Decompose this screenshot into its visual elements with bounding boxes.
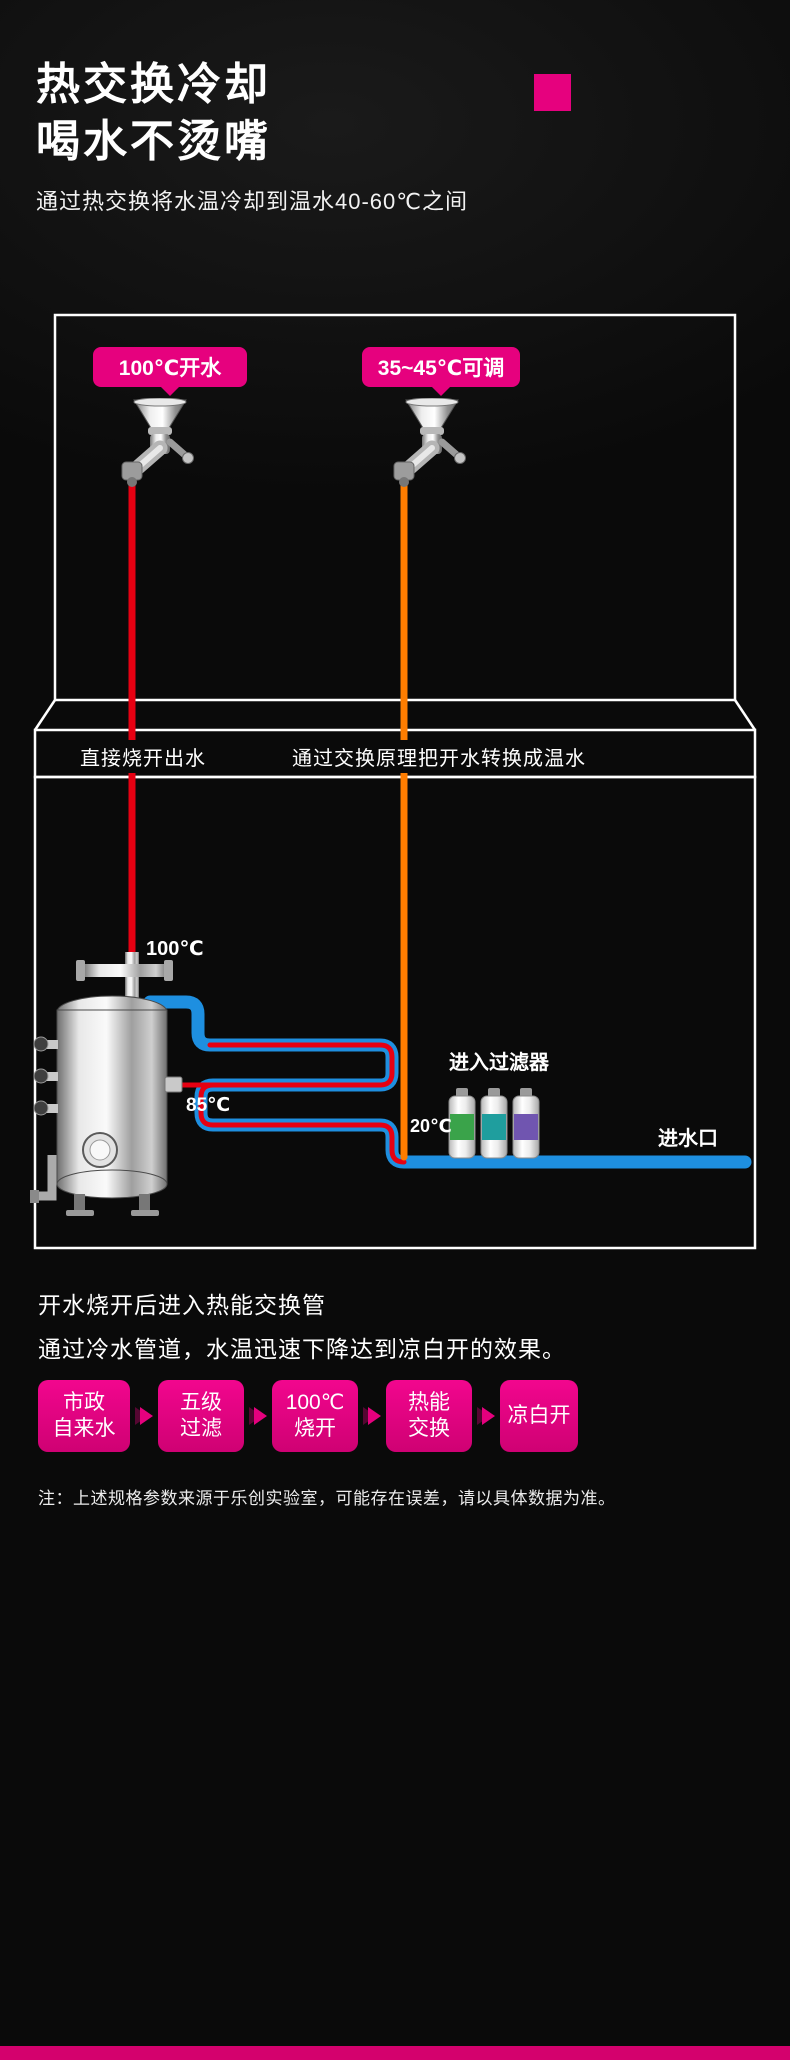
warm-faucet-icon: [382, 397, 482, 493]
warm-tap-bubble: 35~45℃可调: [362, 347, 520, 387]
accent-square: [534, 74, 571, 111]
description-line-1: 开水烧开后进入热能交换管: [38, 1292, 326, 1318]
flow-step-label: 热能 交换: [408, 1390, 450, 1440]
flow-step-label: 五级 过滤: [180, 1390, 222, 1440]
flow-step-label: 市政 自来水: [52, 1390, 116, 1440]
right-caption: 通过交换原理把开水转换成温水: [286, 740, 592, 773]
title-line-2: 喝水不烫嘴: [36, 117, 271, 167]
flow-step-boiling: 100℃ 烧开: [272, 1380, 358, 1452]
description-line-2: 通过冷水管道，水温迅速下降达到凉白开的效果。: [38, 1336, 566, 1362]
heat-exchange-coil-core: [198, 1042, 407, 1165]
flow-arrow-icon: [135, 1407, 153, 1425]
page-title: 热交换冷却 喝水不烫嘴: [36, 56, 271, 170]
flow-step-filtration: 五级 过滤: [158, 1380, 244, 1452]
title-line-1: 热交换冷却: [36, 60, 271, 109]
hot-tap-bubble-label: 100℃开水: [118, 357, 222, 380]
inlet-temp-label: 20℃: [410, 1116, 452, 1136]
schematic-drawing: [30, 313, 757, 1250]
footnote: 注：上述规格参数来源于乐创实验室，可能存在误差，请以具体数据为准。: [38, 1489, 616, 1508]
boiler-temp-label: 100℃: [146, 938, 204, 960]
cold-water-pipe: [143, 995, 752, 1169]
filter-caption: 进入过滤器: [449, 1052, 549, 1074]
flow-arrow-icon: [363, 1407, 381, 1425]
flow-arrow-icon: [249, 1407, 267, 1425]
inlet-caption: 进水口: [658, 1128, 718, 1150]
exchanger-in-temp-label: 85℃: [186, 1095, 231, 1116]
machine-outline: [33, 313, 757, 1250]
bottom-accent-bar: [0, 2046, 790, 2060]
boiler-tank: [30, 952, 183, 1216]
filter-cartridges: [448, 1088, 540, 1159]
subtitle: 通过热交换将水温冷却到温水40-60℃之间: [36, 189, 468, 214]
flow-step-heat-exchange: 热能 交换: [386, 1380, 472, 1452]
flow-arrow-icon: [477, 1407, 495, 1425]
warm-tap-bubble-label: 35~45℃可调: [377, 357, 505, 380]
hot-faucet-icon: [110, 397, 210, 493]
process-flow: 市政 自来水 五级 过滤 100℃ 烧开 热能 交换 凉白开: [38, 1380, 578, 1452]
flow-step-label: 100℃ 烧开: [285, 1390, 345, 1440]
hot-tap-bubble: 100℃开水: [93, 347, 247, 387]
flow-step-label: 凉白开: [507, 1403, 571, 1427]
left-caption: 直接烧开出水: [74, 740, 212, 773]
flow-step-cool-water: 凉白开: [500, 1380, 578, 1452]
flow-step-tap-water: 市政 自来水: [38, 1380, 130, 1452]
